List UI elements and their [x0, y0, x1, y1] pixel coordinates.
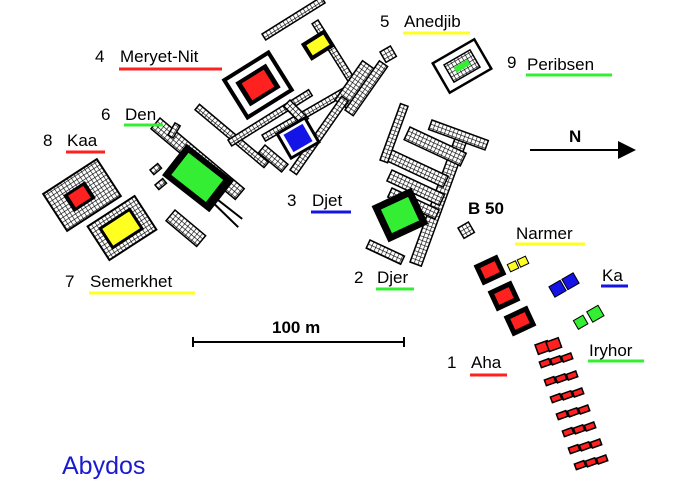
- subsidiary-grave: [565, 370, 579, 382]
- aha-subsidiary-graves: [534, 336, 609, 471]
- tomb-semerkhet: [86, 194, 158, 262]
- svg-text:Iryhor: Iryhor: [589, 341, 633, 360]
- tomb-kaa: [41, 157, 123, 233]
- svg-text:Peribsen: Peribsen: [527, 55, 594, 74]
- svg-text:Djer: Djer: [377, 268, 409, 287]
- label-djer: 2 Djer: [354, 268, 414, 291]
- label-peribsen: 9 Peribsen: [507, 53, 612, 77]
- tomb-peribsen: [431, 37, 493, 95]
- subsidiary-grave: [577, 404, 591, 416]
- svg-text:6: 6: [101, 105, 110, 124]
- subsidiary-grave: [561, 426, 575, 438]
- scale-bar: 100 m: [192, 318, 405, 347]
- subsidiary-grave: [538, 357, 552, 369]
- subsidiary-grave: [571, 387, 585, 399]
- north-label: N: [569, 127, 581, 146]
- svg-text:Djet: Djet: [312, 191, 343, 210]
- svg-text:3: 3: [287, 191, 296, 210]
- svg-text:7: 7: [65, 272, 74, 291]
- label-b50: B 50: [468, 199, 504, 218]
- label-meryet-nit: 4 Meryet-Nit: [95, 47, 222, 71]
- svg-text:9: 9: [507, 53, 516, 72]
- label-anedjib: 5 Anedjib: [380, 12, 470, 35]
- map-title: Abydos: [62, 452, 145, 480]
- svg-text:4: 4: [95, 47, 104, 66]
- tomb-djet: [275, 115, 321, 161]
- svg-text:1: 1: [447, 353, 456, 372]
- svg-text:Semerkhet: Semerkhet: [90, 272, 172, 291]
- subsidiary-grave: [589, 438, 603, 450]
- subsidiary-grave: [595, 454, 609, 466]
- subsidiary-grave: [545, 336, 563, 353]
- label-den: 6 Den: [101, 105, 163, 127]
- subsidiary-grave: [549, 354, 563, 366]
- svg-text:Aha: Aha: [471, 353, 502, 372]
- svg-text:Kaa: Kaa: [67, 131, 98, 150]
- subsidiary-grave: [584, 456, 598, 468]
- subsidiary-grave: [578, 440, 592, 452]
- subsidiary-grave: [567, 443, 581, 455]
- tomb-den: [162, 143, 243, 228]
- tomb-meryet-nit: [221, 49, 295, 121]
- svg-text:Narmer: Narmer: [516, 224, 573, 243]
- subsidiary-grave: [560, 389, 574, 401]
- label-aha: 1 Aha: [447, 353, 507, 377]
- tomb-anedjib: [300, 29, 336, 61]
- tomb-iryhor: [572, 304, 605, 331]
- label-semerkhet: 7 Semerkhet: [65, 272, 195, 295]
- svg-text:2: 2: [354, 268, 363, 287]
- tomb-djer: [371, 187, 429, 243]
- svg-text:Den: Den: [125, 105, 156, 124]
- tomb-ka: [548, 272, 580, 298]
- subsidiary-grave: [573, 459, 587, 471]
- label-ka: Ka: [601, 266, 628, 288]
- svg-text:Ka: Ka: [602, 266, 623, 285]
- scale-label: 100 m: [272, 318, 320, 337]
- subsidiary-grave: [543, 375, 557, 387]
- subsidiary-grave: [560, 352, 574, 364]
- svg-text:5: 5: [380, 12, 389, 31]
- subsidiary-grave: [549, 392, 563, 404]
- label-iryhor: Iryhor: [588, 341, 644, 363]
- subsidiary-grave: [555, 409, 569, 421]
- tomb-narmer: [506, 255, 530, 273]
- subsidiary-grave: [566, 406, 580, 418]
- label-kaa: 8 Kaa: [43, 131, 105, 154]
- svg-text:8: 8: [43, 131, 52, 150]
- label-narmer: Narmer: [515, 224, 585, 246]
- svg-text:Meryet-Nit: Meryet-Nit: [120, 47, 199, 66]
- svg-text:Anedjib: Anedjib: [404, 12, 461, 31]
- subsidiary-grave: [554, 372, 568, 384]
- label-djet: 3 Djet: [287, 191, 351, 214]
- subsidiary-grave: [583, 421, 597, 433]
- tomb-aha-chambers: [473, 254, 537, 337]
- subsidiary-grave: [572, 423, 586, 435]
- north-arrow: N: [530, 127, 636, 159]
